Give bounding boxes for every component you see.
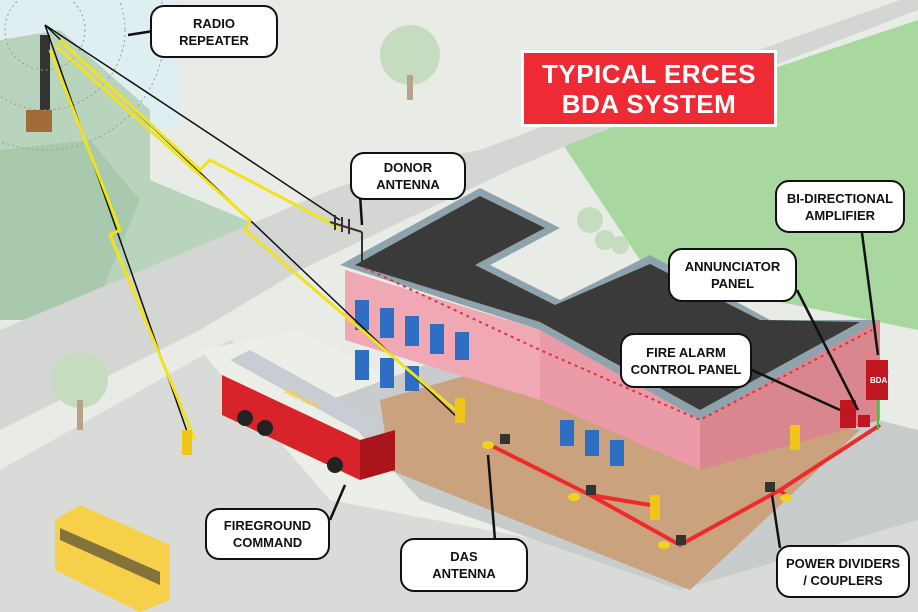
- repeater-hut: [26, 110, 52, 132]
- building-wall: [540, 330, 700, 470]
- roof-cable: [364, 267, 873, 422]
- fire-truck: [222, 350, 395, 480]
- callout-text: POWER DIVIDERS: [785, 555, 901, 571]
- das-antennas: [482, 441, 792, 549]
- hill: [0, 140, 140, 320]
- title-line-2: BDA SYSTEM: [561, 88, 737, 119]
- callout-text: FIRE ALARM: [646, 344, 726, 360]
- building-wall: [700, 320, 880, 470]
- title-line-1: TYPICAL ERCES: [541, 58, 757, 89]
- callout-text: BI-DIRECTIONAL: [786, 190, 894, 206]
- road: [0, 0, 918, 430]
- fire-alarm-panel: [840, 400, 856, 428]
- signal-bolts: [48, 38, 456, 441]
- school-bus: [55, 505, 170, 612]
- callout-text: DONOR: [383, 160, 433, 175]
- annunciator-panel: [858, 415, 870, 427]
- callout-fireground-command: FIREGROUND COMMAND: [205, 508, 330, 560]
- bda-box: [866, 360, 888, 400]
- callout-text: AMPLIFIER: [804, 207, 876, 223]
- couplers: [500, 434, 775, 545]
- callout-radio-repeater: RADIO REPEATER: [150, 5, 278, 58]
- callout-text: / COUPLERS: [803, 572, 883, 588]
- firefighters: [182, 398, 800, 520]
- callout-text: COMMAND: [232, 535, 303, 550]
- trees: [52, 25, 629, 430]
- windows: [355, 300, 624, 466]
- callout-text: PANEL: [710, 276, 755, 291]
- callout-power-dividers-couplers: POWER DIVIDERS / COUPLERS: [776, 545, 910, 598]
- callout-fire-alarm-control-panel: FIRE ALARM CONTROL PANEL: [620, 333, 752, 388]
- callout-das-antenna: DAS ANTENNA: [400, 538, 528, 592]
- callout-text: DAS: [450, 549, 478, 564]
- radio-tower: [40, 35, 50, 115]
- callout-bi-directional-amplifier: BI-DIRECTIONAL AMPLIFIER: [775, 180, 905, 233]
- callout-pointers: [127, 28, 880, 549]
- callout-text: REPEATER: [179, 32, 249, 48]
- diagram-title: TYPICAL ERCES BDA SYSTEM: [521, 50, 777, 127]
- callout-annunciator-panel: ANNUNCIATOR PANEL: [668, 248, 797, 302]
- callout-text: ANTENNA: [376, 177, 440, 192]
- callout-text: ANTENNA: [432, 566, 496, 581]
- callout-text: RADIO: [193, 15, 235, 31]
- callout-donor-antenna: DONOR ANTENNA: [350, 152, 466, 200]
- callout-text: ANNUNCIATOR: [684, 259, 781, 274]
- donor-antenna: [329, 215, 363, 262]
- grass-field: [560, 20, 918, 330]
- bda-box-label: BDA: [870, 376, 888, 385]
- callout-text: FIREGROUND: [223, 518, 312, 533]
- callout-text: CONTROL PANEL: [630, 361, 742, 377]
